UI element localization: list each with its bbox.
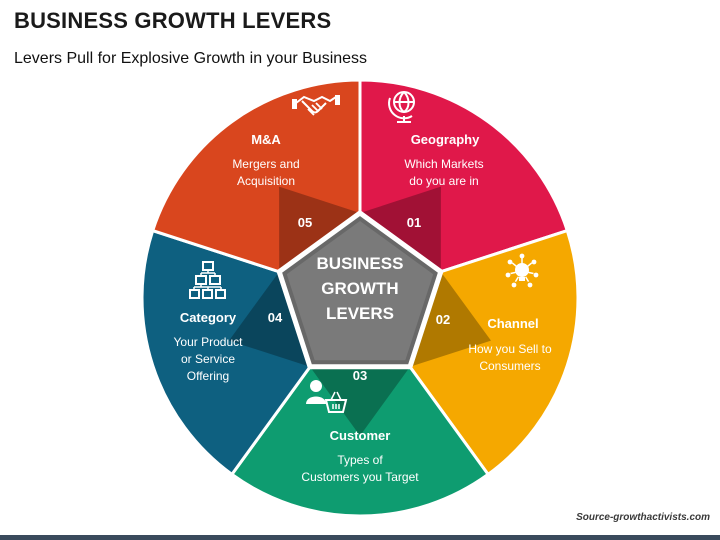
segment-number: 04 xyxy=(268,310,283,325)
source-credit: Source-growthactivists.com xyxy=(576,512,710,523)
segment-description-line: or Service xyxy=(181,352,235,366)
number-tab xyxy=(229,271,310,367)
center-label-line: GROWTH xyxy=(321,279,398,298)
segment-description-line: Acquisition xyxy=(237,174,295,188)
segment-description-line: How you Sell to xyxy=(468,342,552,356)
segment-title: M&A xyxy=(251,132,281,147)
segment-description-line: Your Product xyxy=(174,335,244,349)
segment-m-a xyxy=(150,78,362,301)
center-label-line: LEVERS xyxy=(326,304,394,323)
segment-geography xyxy=(358,78,570,301)
hierarchy-icon xyxy=(189,261,226,299)
segment-title: Geography xyxy=(411,132,480,147)
page-subtitle: Levers Pull for Explosive Growth in your… xyxy=(14,50,368,67)
segment-description-line: Customers you Target xyxy=(301,470,419,484)
segment-title: Channel xyxy=(487,316,538,331)
customer-basket-icon xyxy=(306,380,348,413)
segment-description-line: Offering xyxy=(187,369,229,383)
segment-number: 01 xyxy=(407,215,421,230)
center-pentagon xyxy=(286,221,434,361)
segment-number: 05 xyxy=(298,215,312,230)
number-tab xyxy=(360,186,441,272)
number-tab xyxy=(410,271,491,367)
segment-description-line: Consumers xyxy=(479,359,540,373)
lightbulb-network-icon xyxy=(505,253,539,288)
number-tab xyxy=(279,186,360,272)
bottom-bar xyxy=(0,535,720,540)
number-tab xyxy=(310,366,410,436)
segment-description-line: Mergers and xyxy=(232,157,299,171)
segment-title: Customer xyxy=(330,428,391,443)
segment-description-line: Which Markets xyxy=(404,157,483,171)
segment-title: Category xyxy=(180,310,237,325)
globe-icon xyxy=(388,91,415,123)
center-label-line: BUSINESS xyxy=(317,254,404,273)
page-title: BUSINESS GROWTH LEVERS xyxy=(14,8,332,33)
segment-number: 03 xyxy=(353,368,367,383)
handshake-icon xyxy=(292,95,340,116)
segment-customer xyxy=(229,295,491,518)
segment-description-line: do you are in xyxy=(409,174,478,188)
segment-description-line: Types of xyxy=(337,453,383,467)
segment-number: 02 xyxy=(436,312,450,327)
